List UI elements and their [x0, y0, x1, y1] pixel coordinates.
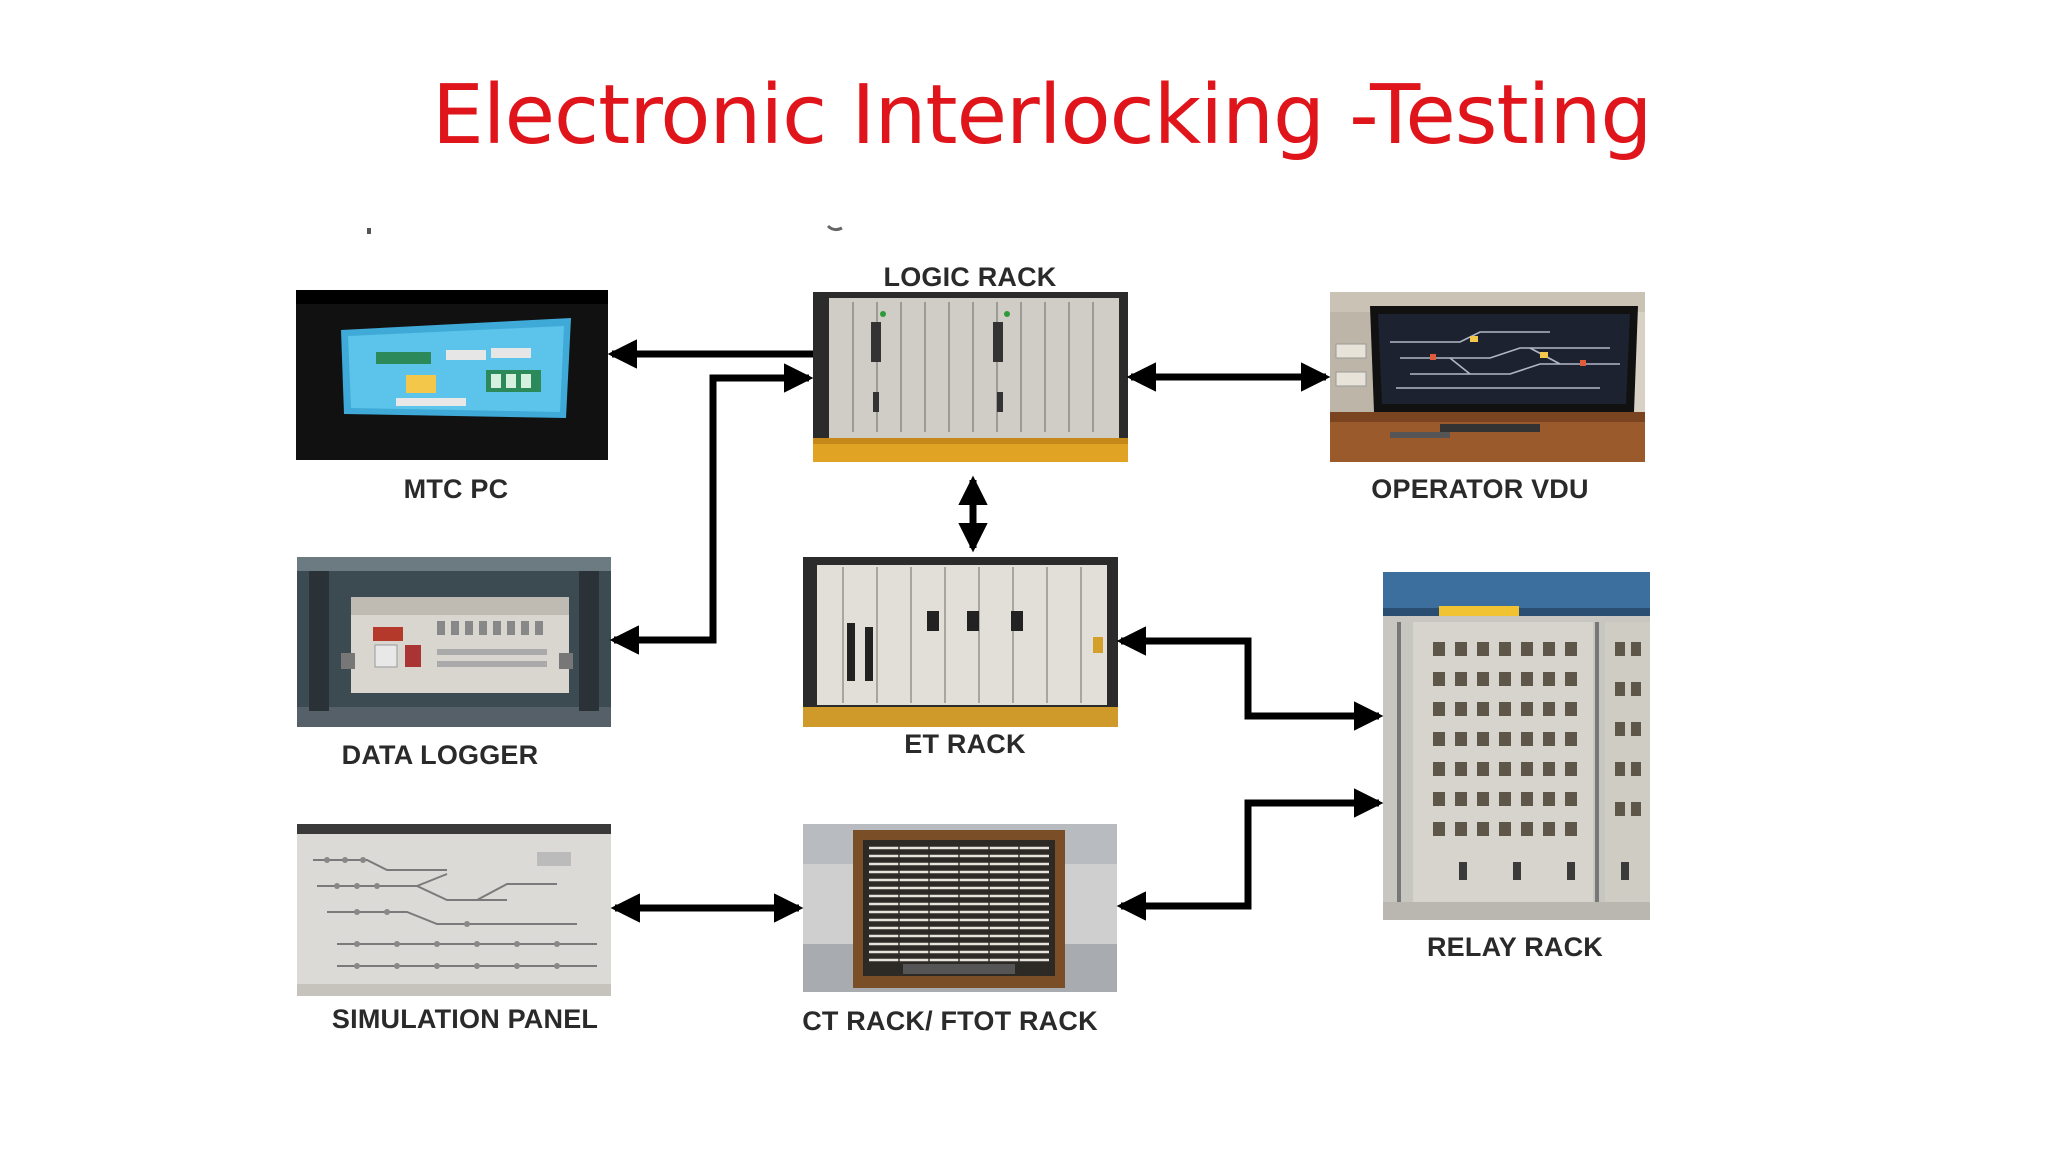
logic-rack-label: LOGIC RACK — [883, 262, 1057, 292]
slide-title: Electronic Interlocking -Testing — [432, 68, 1652, 163]
operator-vdu-image — [1330, 292, 1645, 462]
operator-vdu-label: OPERATOR VDU — [1371, 474, 1589, 504]
mtc-pc-label: MTC PC — [403, 474, 509, 504]
ct-ftot-rack-label: CT RACK/ FTOT RACK — [802, 1006, 1098, 1036]
relay-rack-label: RELAY RACK — [1426, 932, 1604, 962]
logic-rack-image — [813, 292, 1128, 462]
ct-ftot-rack-image — [803, 824, 1117, 992]
connector-ct-rack-relay-rack — [1116, 788, 1384, 921]
connector-data-logger-logic-rack — [609, 363, 814, 655]
et-rack-label: ET RACK — [904, 729, 1026, 759]
simulation-panel-image — [297, 824, 611, 996]
connector-et-rack-relay-rack — [1116, 626, 1384, 731]
simulation-panel-label: SIMULATION PANEL — [331, 1004, 599, 1034]
data-logger-label: DATA LOGGER — [341, 740, 539, 770]
relay-rack-image — [1383, 572, 1650, 920]
et-rack-image — [803, 557, 1118, 727]
data-logger-image — [297, 557, 611, 727]
mtc-pc-image — [296, 290, 608, 460]
